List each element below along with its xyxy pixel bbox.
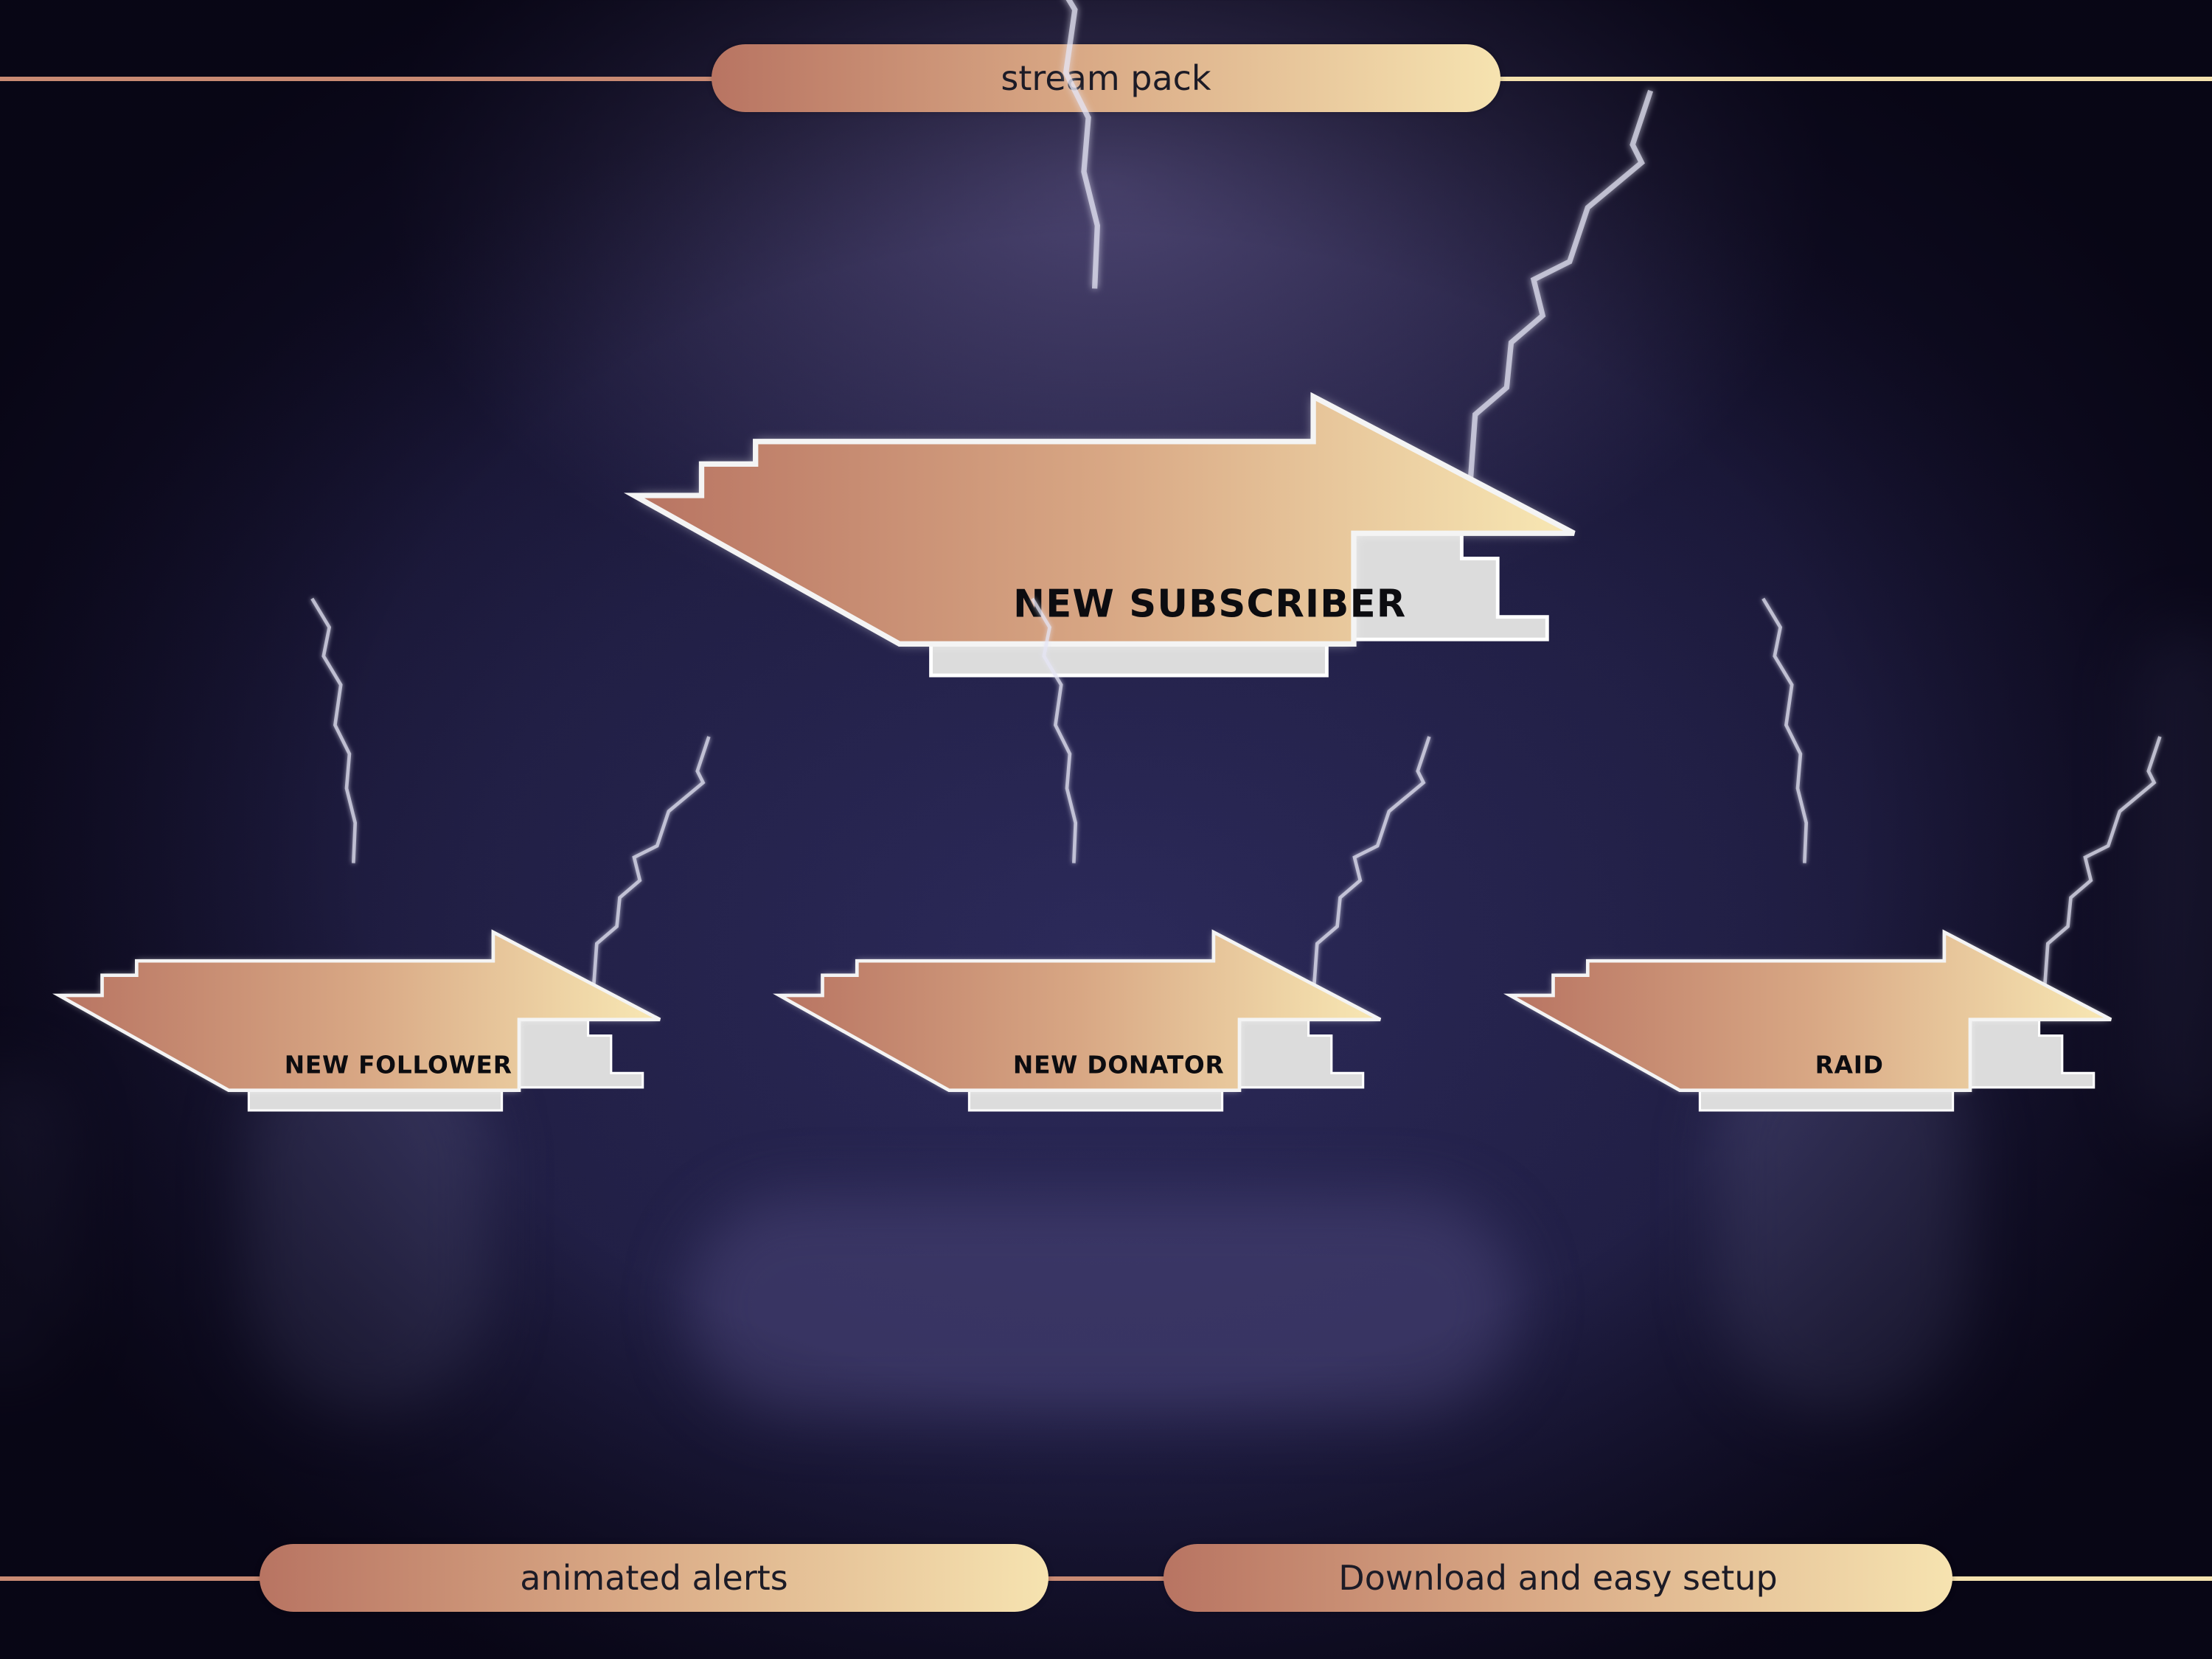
alert-raid: RAID xyxy=(1510,599,2160,1110)
alert-raid-label: RAID xyxy=(1815,1051,1884,1079)
top-right-rule xyxy=(1497,77,2212,81)
download-setup-pill: Download and easy setup xyxy=(1164,1544,1952,1612)
alert-new-follower: NEW FOLLOWER xyxy=(59,599,709,1110)
alert-new-donator-label: NEW DONATOR xyxy=(1013,1051,1225,1079)
bottom-right-rule xyxy=(1947,1576,2212,1581)
bottom-middle-rule xyxy=(1047,1576,1172,1581)
alert-new-follower-label: NEW FOLLOWER xyxy=(285,1051,512,1079)
footer-right-label: Download and easy setup xyxy=(1338,1558,1778,1598)
bottom-left-rule xyxy=(0,1576,265,1581)
banner-title-pill: stream pack xyxy=(712,44,1500,112)
footer-left-label: animated alerts xyxy=(520,1558,788,1598)
alert-new-subscriber: NEW SUBSCRIBER xyxy=(634,0,1651,675)
alert-new-subscriber-label: NEW SUBSCRIBER xyxy=(1013,582,1406,627)
top-left-rule xyxy=(0,77,715,81)
animated-alerts-pill: animated alerts xyxy=(260,1544,1048,1612)
banner-title: stream pack xyxy=(1001,58,1211,98)
alert-new-donator: NEW DONATOR xyxy=(779,599,1429,1110)
